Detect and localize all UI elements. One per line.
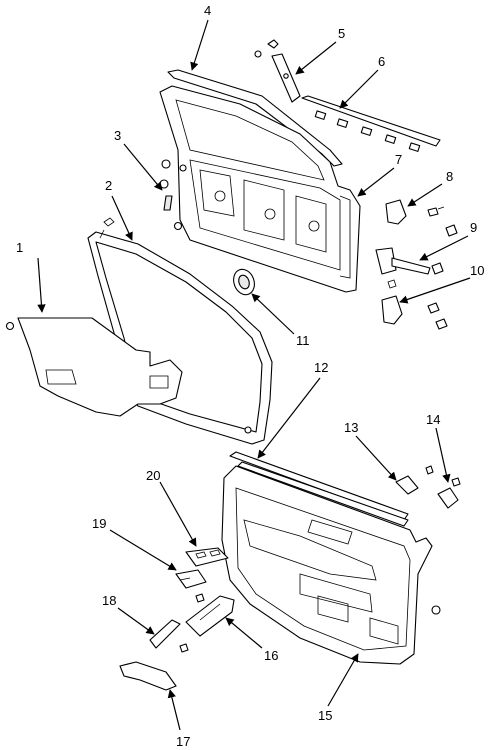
part-door-trim-panel [221,465,441,665]
callout-13: 13 [344,420,358,435]
part-window-switch [185,547,229,567]
callout-18: 18 [102,593,116,608]
callout-14: 14 [426,412,440,427]
callout-11: 11 [296,333,310,348]
callout-labels: 1 2 3 4 5 6 7 8 9 10 11 12 13 14 15 16 1… [16,3,484,749]
callout-1: 1 [16,240,23,255]
part-switch-base [175,569,207,589]
callout-17: 17 [176,734,190,749]
callout-7: 7 [395,152,402,167]
callout-19: 19 [92,516,106,531]
callout-10: 10 [470,263,484,278]
part-sash-molding [254,39,301,103]
callout-2: 2 [105,178,112,193]
callout-3: 3 [114,128,121,143]
part-upper-hinge [385,199,445,225]
callout-5: 5 [338,26,345,41]
callout-15: 15 [318,708,332,723]
callout-20: 20 [146,468,160,483]
callout-4: 4 [204,3,211,18]
part-armrest-pad [119,661,177,691]
callout-16: 16 [264,648,278,663]
part-water-shield [5,317,183,417]
part-door-shell [159,85,361,293]
leader-lines [37,19,471,731]
part-speaker [233,268,255,296]
part-door-check [375,224,458,275]
part-lower-hinge [381,279,448,330]
part-pull-cover [149,619,181,649]
callout-12: 12 [314,360,328,375]
part-inner-bracket [395,465,434,495]
part-inner-weatherstrip [229,451,409,527]
callout-6: 6 [378,54,385,69]
part-inner-handle [179,593,235,653]
callout-8: 8 [446,169,453,184]
part-mirror-switch [437,477,461,509]
part-belt-molding [301,95,441,152]
callout-9: 9 [470,220,477,235]
